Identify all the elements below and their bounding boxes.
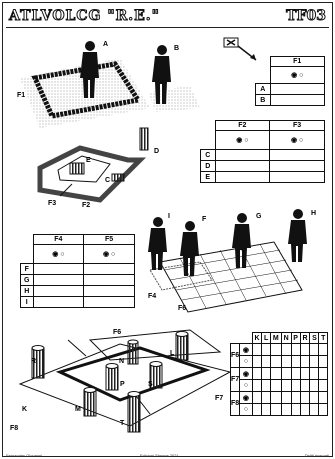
footer-publisher: Edizioni Simone 2021 [140, 453, 179, 458]
label-f7: F7 [215, 395, 223, 402]
cylinder-p [106, 364, 118, 391]
table-f1-symbols: ◉ ○ [270, 67, 325, 84]
table-f2-symbols: ◉ ○ [215, 131, 270, 150]
label-m: M [75, 406, 81, 413]
label-i: I [168, 213, 170, 220]
symbol-empty: ○ [240, 380, 253, 392]
label-h: H [311, 210, 316, 217]
col-r: R [300, 333, 310, 344]
label-f3: F3 [48, 200, 56, 207]
footer-rights: Diritti riservati [305, 453, 329, 458]
label-s: S [148, 381, 153, 388]
label-f6-grid: F6 [178, 305, 186, 312]
col-t: T [319, 333, 328, 344]
scene-frame-f1 [20, 58, 200, 128]
cylinder-m [84, 388, 96, 417]
table-f1-row-a: A [256, 84, 271, 95]
symbol-filled: ◉ [240, 368, 253, 380]
table-cell[interactable] [33, 275, 84, 286]
person-h-figure [288, 209, 307, 262]
table-cell[interactable] [84, 275, 135, 286]
label-k: K [22, 406, 27, 413]
label-c: C [105, 177, 110, 184]
table-f4-f5: F4 F5 ◉ ○◉ ○ F G H I [20, 234, 135, 308]
table-f3-header: F3 [270, 121, 325, 131]
table-row-g: G [21, 275, 34, 286]
label-f: F [202, 216, 206, 223]
cylinder-n [128, 340, 138, 364]
label-g: G [256, 213, 261, 220]
table-cell[interactable] [84, 264, 135, 275]
table-f5-header: F5 [84, 235, 135, 245]
table-f1-row-b: B [256, 95, 271, 106]
label-b: B [174, 45, 179, 52]
col-l: L [262, 333, 270, 344]
table-cell[interactable] [84, 286, 135, 297]
symbol-filled: ◉ [240, 344, 253, 356]
table-f2-f3: F2 F3 ◉ ○◉ ○ C D E [200, 120, 325, 183]
table-f1-cell[interactable] [270, 84, 325, 95]
symbol-empty: ○ [240, 404, 253, 416]
table-kt: K L M N P R S T F6◉ ○ F7◉ ○ F8◉ ○ [230, 332, 328, 416]
table-row-i: I [21, 297, 34, 308]
table-f4-symbols: ◉ ○ [33, 245, 84, 264]
label-e: E [86, 157, 91, 164]
table-f2-header: F2 [215, 121, 270, 131]
col-p: P [291, 333, 300, 344]
table-row-h: H [21, 286, 34, 297]
table-f1: F1 ◉ ○ A B [255, 56, 325, 106]
table-row-c: C [201, 150, 216, 161]
label-n: N [119, 358, 124, 365]
scene-grid-f4 [150, 242, 302, 312]
table-cell[interactable] [215, 172, 270, 183]
group-f6: F6 [231, 344, 240, 368]
table-cell[interactable] [33, 264, 84, 275]
label-p: P [120, 381, 125, 388]
group-f7: F7 [231, 368, 240, 392]
table-f3-symbols: ◉ ○ [270, 131, 325, 150]
label-f6: F6 [113, 329, 121, 336]
col-k: K [252, 333, 262, 344]
label-l: L [170, 350, 174, 357]
label-f2: F2 [82, 202, 90, 209]
label-f8: F8 [10, 425, 18, 432]
scene-layout-f2 [40, 128, 148, 200]
table-cell[interactable] [84, 297, 135, 308]
symbol-filled: ◉ [240, 392, 253, 404]
table-cell[interactable] [33, 286, 84, 297]
col-n: N [281, 333, 291, 344]
table-cell[interactable] [270, 172, 325, 183]
table-row-f: F [21, 264, 34, 275]
table-f1-cell[interactable] [270, 95, 325, 106]
scene-cylinders-f6 [20, 330, 230, 426]
crossed-box-icon [224, 38, 256, 60]
table-f1-header: F1 [270, 57, 325, 67]
cylinder-t [128, 392, 140, 433]
table-row-e: E [201, 172, 216, 183]
table-cell[interactable] [270, 150, 325, 161]
label-f1: F1 [17, 92, 25, 99]
symbol-empty: ○ [240, 356, 253, 368]
cylinder-l [176, 332, 188, 361]
footer-author: Fernandes Giovanni [6, 453, 42, 458]
table-row-d: D [201, 161, 216, 172]
table-f4-header: F4 [33, 235, 84, 245]
col-m: M [270, 333, 281, 344]
table-cell[interactable] [33, 297, 84, 308]
table-f5-symbols: ◉ ○ [84, 245, 135, 264]
label-f4: F4 [148, 293, 156, 300]
group-f8: F8 [231, 392, 240, 416]
col-s: S [310, 333, 319, 344]
label-a: A [103, 41, 108, 48]
table-cell[interactable] [215, 161, 270, 172]
label-r: R [31, 358, 36, 365]
label-d: D [154, 148, 159, 155]
label-t: T [120, 420, 124, 427]
table-cell[interactable] [215, 150, 270, 161]
table-cell[interactable] [270, 161, 325, 172]
